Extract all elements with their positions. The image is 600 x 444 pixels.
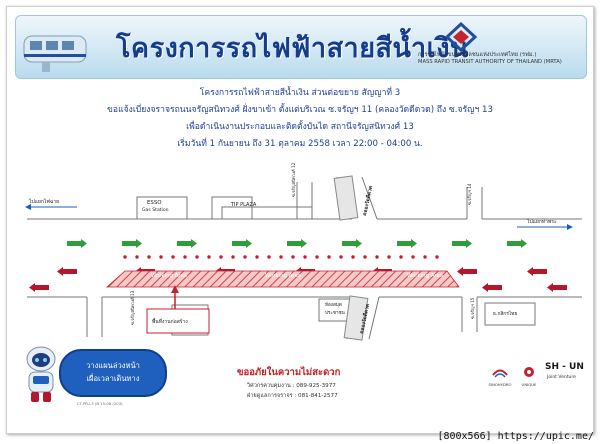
page-title: โครงการรถไฟฟ้าสายสีน้ำเงิน (116, 33, 470, 64)
label-kasikorn-bank: ธ.กสิกรไทย (493, 312, 518, 317)
label-station-area: พื้นที่งานก่อสร้าง (152, 319, 188, 325)
unique-icon (524, 367, 534, 377)
mrta-logo-icon (444, 22, 478, 52)
label-library-1: ห้องสมุด (325, 303, 342, 308)
inbound-green-arrows (67, 239, 527, 248)
label-esso: ESSO (147, 200, 162, 206)
mascot-robot-icon (26, 346, 56, 402)
outbound-red-arrows-lower (29, 283, 567, 292)
contact-engineer: วิศวกรควบคุมงาน : 089-925-3977 (247, 383, 336, 389)
sinohydro-name: SINOHYDRO (488, 382, 512, 387)
contact-traffic: ฝ่ายดูแลการจราจร : 081-841-2577 (247, 393, 338, 399)
label-soi-15: ซ.จรัญฯ 15 (470, 297, 475, 319)
document-number: CT-PR-L3 (B 15-08 (203) (77, 401, 123, 406)
label-soi-13: ซ.จรัญสนิทวงศ์ 13 (130, 290, 135, 325)
apology-message: ขออภัยในความไม่สะดวก (237, 367, 341, 378)
label-to-tha-phra: ไปแยกท่าพระ (527, 219, 557, 225)
label-working-area-1: Working Area (151, 273, 188, 279)
traffic-cone-dots (123, 255, 439, 259)
unique-name: UNIQUE (521, 382, 537, 387)
label-to-fai-chai: ไปแยกไฟฉาย (29, 199, 60, 205)
advice-bubble: วางแผนล่วงหน้า เผื่อเวลาเดินทาง (59, 349, 167, 397)
advice-line-2: เผื่อเวลาเดินทาง (86, 374, 140, 383)
working-area-zone (105, 270, 460, 288)
org-name-english: MASS RAPID TRANSIT AUTHORITY OF THAILAND… (418, 59, 562, 65)
unique-logo: UNIQUE (517, 363, 541, 387)
notice-text: โครงการรถไฟฟ้าสายสีน้ำเงิน ส่วนต่อขยาย ส… (7, 85, 593, 153)
org-name-thai: การรถไฟฟ้าขนส่งมวลชนแห่งประเทศไทย (รฟม.) (418, 52, 537, 58)
notice-sheet: โครงการรถไฟฟ้าสายสีน้ำเงิน การรถไฟฟ้าขนส… (6, 6, 594, 434)
label-working-area-3: Working Area (407, 273, 444, 279)
label-soi-12: ซ.จรัญสนิทวงศ์ 12 (291, 162, 296, 197)
label-gas-station: Gas Station (142, 208, 169, 213)
header-banner: โครงการรถไฟฟ้าสายสีน้ำเงิน การรถไฟฟ้าขนส… (15, 15, 587, 79)
notice-line-1: โครงการรถไฟฟ้าสายสีน้ำเงิน ส่วนต่อขยาย ส… (199, 88, 401, 98)
notice-line-2: ขอแจ้งเบี่ยงจราจรถนนจรัญสนิทวงศ์ ฝั่งขาเ… (107, 105, 493, 115)
shun-subtitle: Joint Venture (547, 375, 576, 380)
sinohydro-logo: SINOHYDRO (485, 363, 515, 387)
label-library-2: ประชาชน (325, 311, 345, 316)
skytrain-icon (23, 35, 87, 72)
label-soi-14: ซ.จรัญฯ 14 (467, 183, 472, 205)
sinohydro-icon (492, 369, 508, 378)
notice-line-3: เพื่อดำเนินงานประกอบและติดตั้งบันได สถาน… (186, 122, 414, 132)
label-working-area-2: Working Area (265, 273, 302, 279)
image-watermark: [800x566] https://upic.me/ (437, 431, 594, 442)
notice-line-4: เริ่มวันที่ 1 กันยายน ถึง 31 ตุลาคม 2558… (177, 139, 423, 149)
shun-title: SH - UN (545, 362, 584, 372)
advice-line-1: วางแผนล่วงหน้า (86, 361, 140, 370)
label-tip-plaza: TIP PLAZA (231, 202, 257, 208)
traffic-diversion-map (25, 175, 582, 341)
